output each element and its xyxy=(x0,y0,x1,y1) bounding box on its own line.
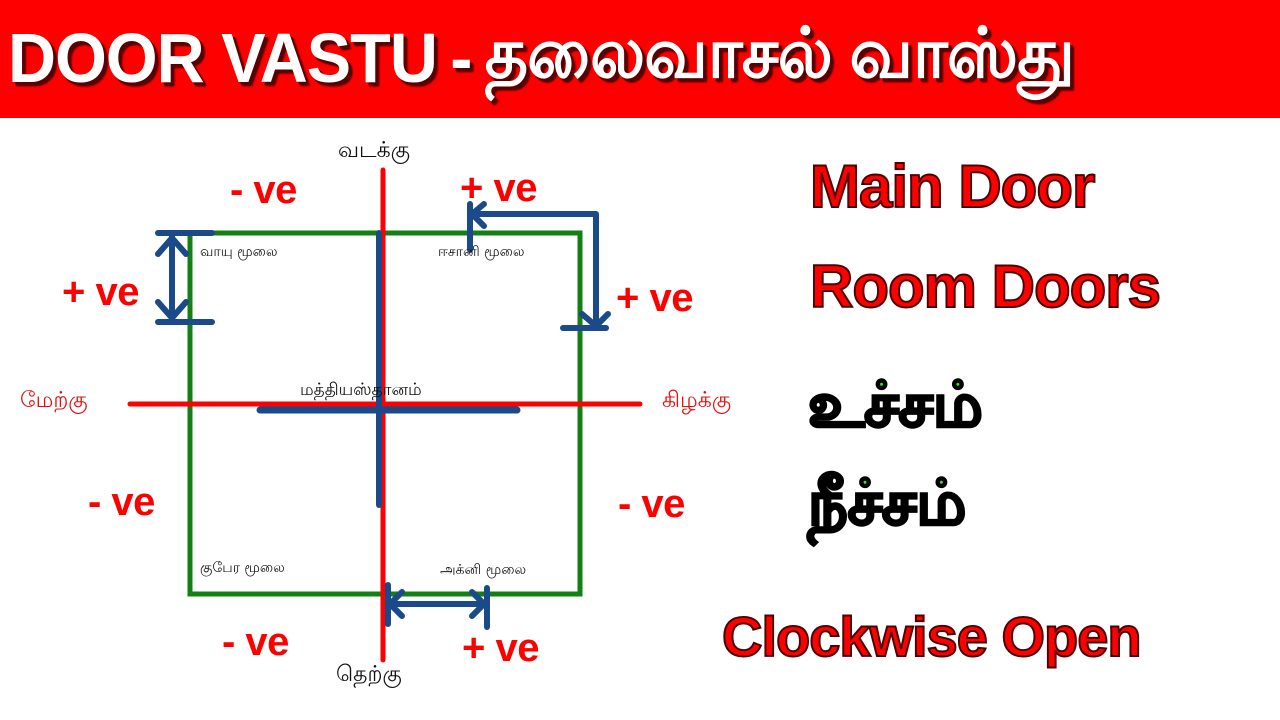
marker-south-right: + ve xyxy=(462,626,539,670)
room-doors-heading: Room Doors xyxy=(809,252,1162,321)
corner-northeast-label: ஈசானி மூலை xyxy=(438,244,525,260)
title-separator: - xyxy=(450,19,472,97)
direction-west: மேற்கு xyxy=(20,388,88,413)
neechcham-heading: நீச்சம் xyxy=(807,465,968,541)
main-door-heading: Main Door xyxy=(809,152,1096,221)
marker-north-right: + ve xyxy=(460,166,537,210)
marker-north-left: - ve xyxy=(230,168,297,212)
corner-southwest-label: குபேர மூலை xyxy=(200,560,285,576)
marker-west-bottom: - ve xyxy=(88,480,155,524)
marker-east-bottom: - ve xyxy=(618,482,685,526)
direction-south: தெற்கு xyxy=(336,662,402,687)
corner-northwest-label: வாயு மூலை xyxy=(200,244,278,260)
direction-north: வடக்கு xyxy=(338,138,411,163)
title-banner: DOOR VASTU - தலைவாசல் வாஸ்து xyxy=(0,0,1280,118)
marker-west-top: + ve xyxy=(62,270,139,314)
direction-east: கிழக்கு xyxy=(662,388,732,413)
marker-south-left: - ve xyxy=(222,620,289,664)
center-label: மத்தியஸ்தானம் xyxy=(300,380,422,400)
title-tamil: தலைவாசல் வாஸ்து xyxy=(484,14,1075,92)
northeast-bent-arrow xyxy=(467,201,611,331)
marker-east-top: + ve xyxy=(616,276,693,320)
corner-southeast-label: அக்னி மூலை xyxy=(440,562,527,578)
title-english: DOOR VASTU xyxy=(8,19,438,97)
page-title: DOOR VASTU - தலைவாசல் வாஸ்து xyxy=(8,8,1215,108)
clockwise-open-heading: Clockwise Open xyxy=(721,604,1143,669)
uchcham-heading: உச்சம் xyxy=(807,367,984,443)
south-double-arrow xyxy=(385,582,490,630)
northwest-double-arrow xyxy=(155,230,215,325)
